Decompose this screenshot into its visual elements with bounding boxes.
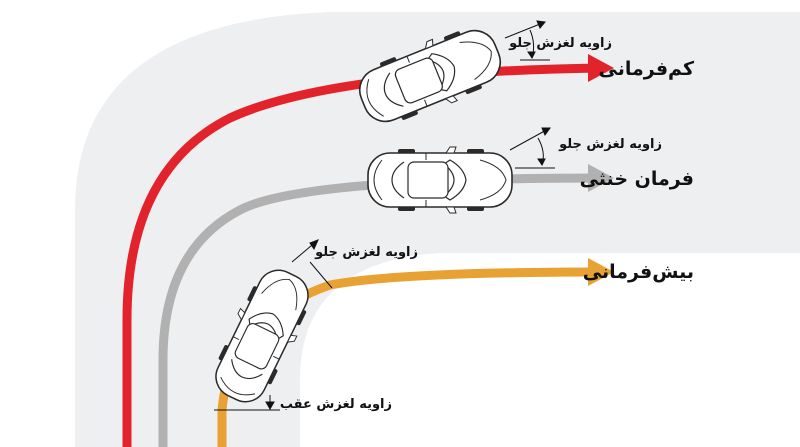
neutral-car <box>367 146 513 214</box>
oversteer-rear-slip-label: زاویه لغزش عقب <box>280 397 392 412</box>
understeer-label: کم‌فرمانی <box>599 58 695 80</box>
oversteer-label: بیش‌فرمانی <box>583 261 694 283</box>
neutral-slip-angle-marker <box>509 127 555 169</box>
oversteer-front-slip-angle-marker <box>291 239 333 289</box>
neutral-arrowhead <box>588 164 614 192</box>
neutral-label: فرمان خنثی <box>580 168 694 190</box>
oversteer-arrowhead <box>588 258 614 286</box>
oversteer-rear-slip-angle-marker <box>214 395 280 411</box>
understeer-front-slip-label: زاویه لغزش جلو <box>508 36 612 51</box>
understeer-arrowhead <box>588 54 614 82</box>
neutral-front-slip-label: زاویه لغزش جلو <box>558 137 662 152</box>
understeer-slip-angle-marker <box>504 20 550 61</box>
oversteer-front-slip-label: زاویه لغزش جلو <box>314 245 418 260</box>
